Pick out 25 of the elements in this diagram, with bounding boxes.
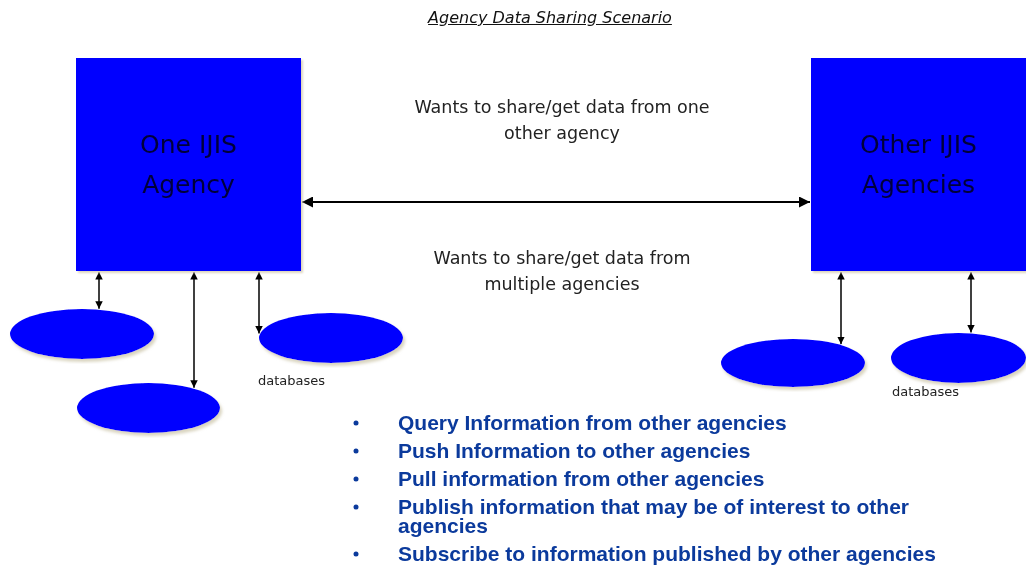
agency-box bbox=[811, 58, 1026, 271]
bullet-item: Publish information that may be of interest to other agencies bbox=[398, 497, 911, 535]
agency-name: One IJIS Agency bbox=[139, 128, 238, 201]
bullet-item: Query Information from other agencies bbox=[398, 413, 788, 432]
databases-label: databases bbox=[258, 373, 326, 388]
database-ellipse bbox=[891, 333, 1026, 383]
agency-box bbox=[76, 58, 301, 271]
bullet-item: Pull information from other agencies bbox=[398, 469, 766, 488]
database-ellipse bbox=[10, 309, 154, 359]
database-ellipse bbox=[259, 313, 403, 363]
bullet-item: Subscribe to information published by other agencies bbox=[398, 544, 937, 563]
connector-arrow bbox=[190, 271, 198, 389]
title: Agency Data Sharing Scenario bbox=[426, 8, 673, 27]
database-ellipse bbox=[721, 339, 865, 387]
connector-arrow bbox=[837, 271, 845, 345]
bullet-item: Push Information to other agencies bbox=[398, 441, 752, 460]
connector-arrow bbox=[255, 271, 263, 335]
connector-arrow bbox=[967, 271, 975, 334]
scenario-text: Wants to share/get data from multiple agencies bbox=[432, 247, 692, 296]
database-ellipse bbox=[77, 383, 220, 433]
connector-arrow bbox=[95, 271, 103, 310]
databases-label: databases bbox=[892, 384, 960, 399]
double-arrow bbox=[302, 196, 810, 208]
scenario-text: Wants to share/get data from one other agency bbox=[413, 96, 711, 145]
agency-name: Other IJIS Agencies bbox=[859, 128, 978, 201]
